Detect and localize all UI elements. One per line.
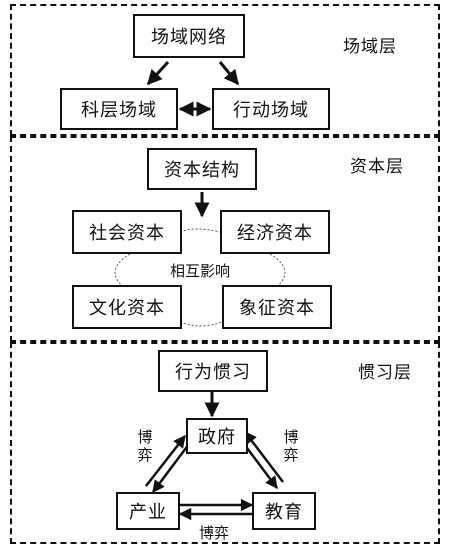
label-game-right: 博弈 xyxy=(283,428,299,464)
node-education: 教育 xyxy=(252,492,316,530)
node-cultural-capital: 文化资本 xyxy=(72,285,182,329)
habitus-layer-title: 惯习层 xyxy=(358,363,412,383)
habitus-layer xyxy=(10,342,440,544)
node-action-field: 行动场域 xyxy=(212,88,330,130)
node-science-field: 科层场域 xyxy=(60,88,178,130)
node-symbolic-capital: 象征资本 xyxy=(222,285,332,329)
label-game-bottom: 博弈 xyxy=(198,524,229,542)
field-layer-title: 场域层 xyxy=(343,37,397,57)
node-industry: 产业 xyxy=(116,492,180,530)
node-economic-capital: 经济资本 xyxy=(220,210,330,254)
node-field-network: 场域网络 xyxy=(133,14,245,58)
capital-layer xyxy=(10,136,440,342)
node-behavior-habitus: 行为惯习 xyxy=(158,350,268,392)
node-government: 政府 xyxy=(186,418,248,454)
label-game-left: 博弈 xyxy=(137,428,153,464)
node-capital-structure: 资本结构 xyxy=(147,148,257,190)
label-mutual-influence: 相互影响 xyxy=(169,262,230,280)
node-social-capital: 社会资本 xyxy=(72,210,182,254)
field-layer xyxy=(10,4,440,136)
capital-layer-title: 资本层 xyxy=(350,157,404,177)
